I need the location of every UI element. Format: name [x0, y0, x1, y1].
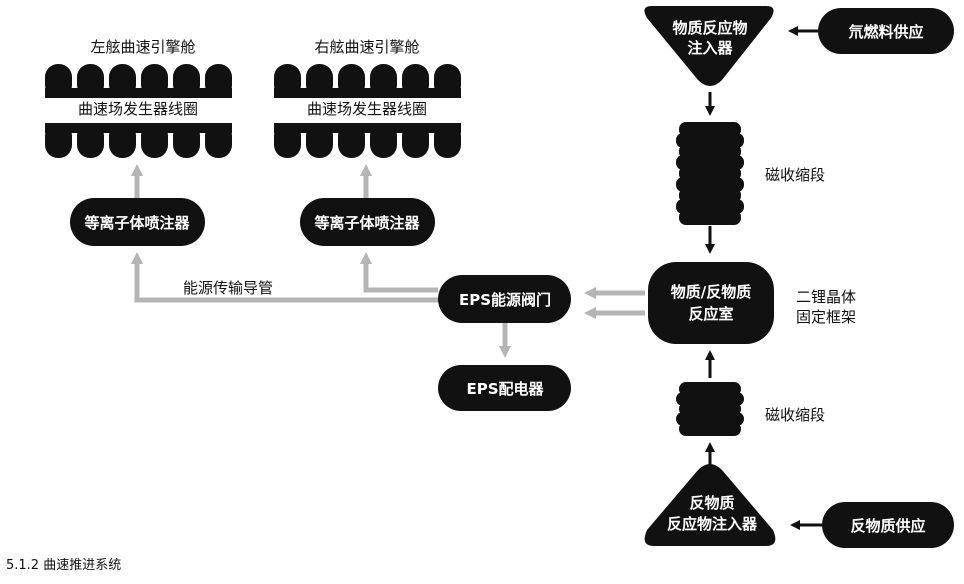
right-plasma-injector-label: 等离子体喷注器	[314, 214, 420, 232]
left-nacelle-title: 左舷曲速引擎舱	[90, 38, 195, 56]
left-nacelle: 左舷曲速引擎舱 曲速场发生器线圈	[45, 38, 232, 158]
right-warp-coil-lower-segments	[274, 123, 461, 158]
left-warp-coil-lower-segments	[45, 123, 232, 158]
left-power-conduit	[131, 252, 438, 303]
dilithium-frame-label-line1: 二锂晶体	[796, 288, 856, 306]
figure-caption: 5.1.2 曲速推进系统	[6, 558, 122, 573]
right-warp-coil-label: 曲速场发生器线圈	[307, 100, 427, 118]
antimatter-reactant-injector: 反物质 反应物注入器	[644, 464, 776, 546]
coil-segment	[205, 123, 232, 158]
reaction-chamber-label-line2: 反应室	[688, 305, 733, 323]
deuterium-supply: 氘燃料供应	[818, 8, 954, 54]
right-power-conduit	[360, 252, 438, 293]
antimatter-injector-label-line1: 反物质	[689, 494, 734, 512]
coil-segment	[370, 123, 397, 158]
coil-segment	[402, 123, 429, 158]
dilithium-frame-label-line2: 固定框架	[796, 308, 856, 326]
coil-segment	[434, 123, 461, 158]
power-conduits	[131, 164, 645, 358]
coil-segment	[77, 123, 104, 158]
left-plasma-injector: 等离子体喷注器	[70, 198, 205, 246]
coil-segment	[338, 123, 365, 158]
eps-power-distributor: EPS配电器	[438, 365, 571, 411]
right-warp-coil-upper-segments	[274, 64, 461, 98]
matter-injector-label-line1: 物质反应物	[672, 19, 747, 37]
upper-magnetic-constrictor	[676, 122, 744, 225]
antimatter-supply-label: 反物质供应	[850, 517, 925, 535]
coil-segment	[173, 123, 200, 158]
coil-segment	[274, 123, 301, 158]
coil-base	[45, 88, 232, 98]
left-plasma-injector-label: 等离子体喷注器	[84, 214, 190, 232]
matter-antimatter-reaction-chamber: 物质/反物质 反应室	[648, 262, 774, 344]
right-nacelle-title: 右舷曲速引擎舱	[314, 38, 419, 56]
coil-base	[274, 123, 461, 133]
eps-power-valve-label: EPS能源阀门	[459, 291, 551, 309]
power-transfer-conduit-label: 能源传输导管	[183, 279, 273, 297]
antimatter-supply: 反物质供应	[822, 502, 954, 548]
coil-segment	[45, 123, 72, 158]
lower-magnetic-constrictor	[676, 382, 744, 436]
lower-constrictor-label: 磁收缩段	[765, 406, 825, 424]
eps-power-distributor-label: EPS配电器	[466, 380, 544, 398]
coil-segment	[306, 123, 333, 158]
right-nacelle: 右舷曲速引擎舱 曲速场发生器线圈	[274, 38, 461, 158]
coil-segment	[141, 123, 168, 158]
right-plasma-injector: 等离子体喷注器	[300, 198, 435, 246]
matter-reactant-injector: 物质反应物 注入器	[644, 6, 774, 86]
deuterium-supply-label: 氘燃料供应	[848, 23, 923, 41]
left-warp-coil-label: 曲速场发生器线圈	[78, 100, 198, 118]
coil-segment	[109, 123, 136, 158]
antimatter-injector-label-line2: 反应物注入器	[667, 515, 758, 533]
eps-power-valve: EPS能源阀门	[438, 275, 571, 323]
reaction-chamber-label-line1: 物质/反物质	[671, 283, 751, 301]
coil-base	[45, 123, 232, 133]
coil-base	[274, 88, 461, 98]
upper-constrictor-label: 磁收缩段	[765, 166, 825, 184]
left-warp-coil-upper-segments	[45, 64, 232, 98]
matter-injector-label-line2: 注入器	[687, 39, 733, 57]
